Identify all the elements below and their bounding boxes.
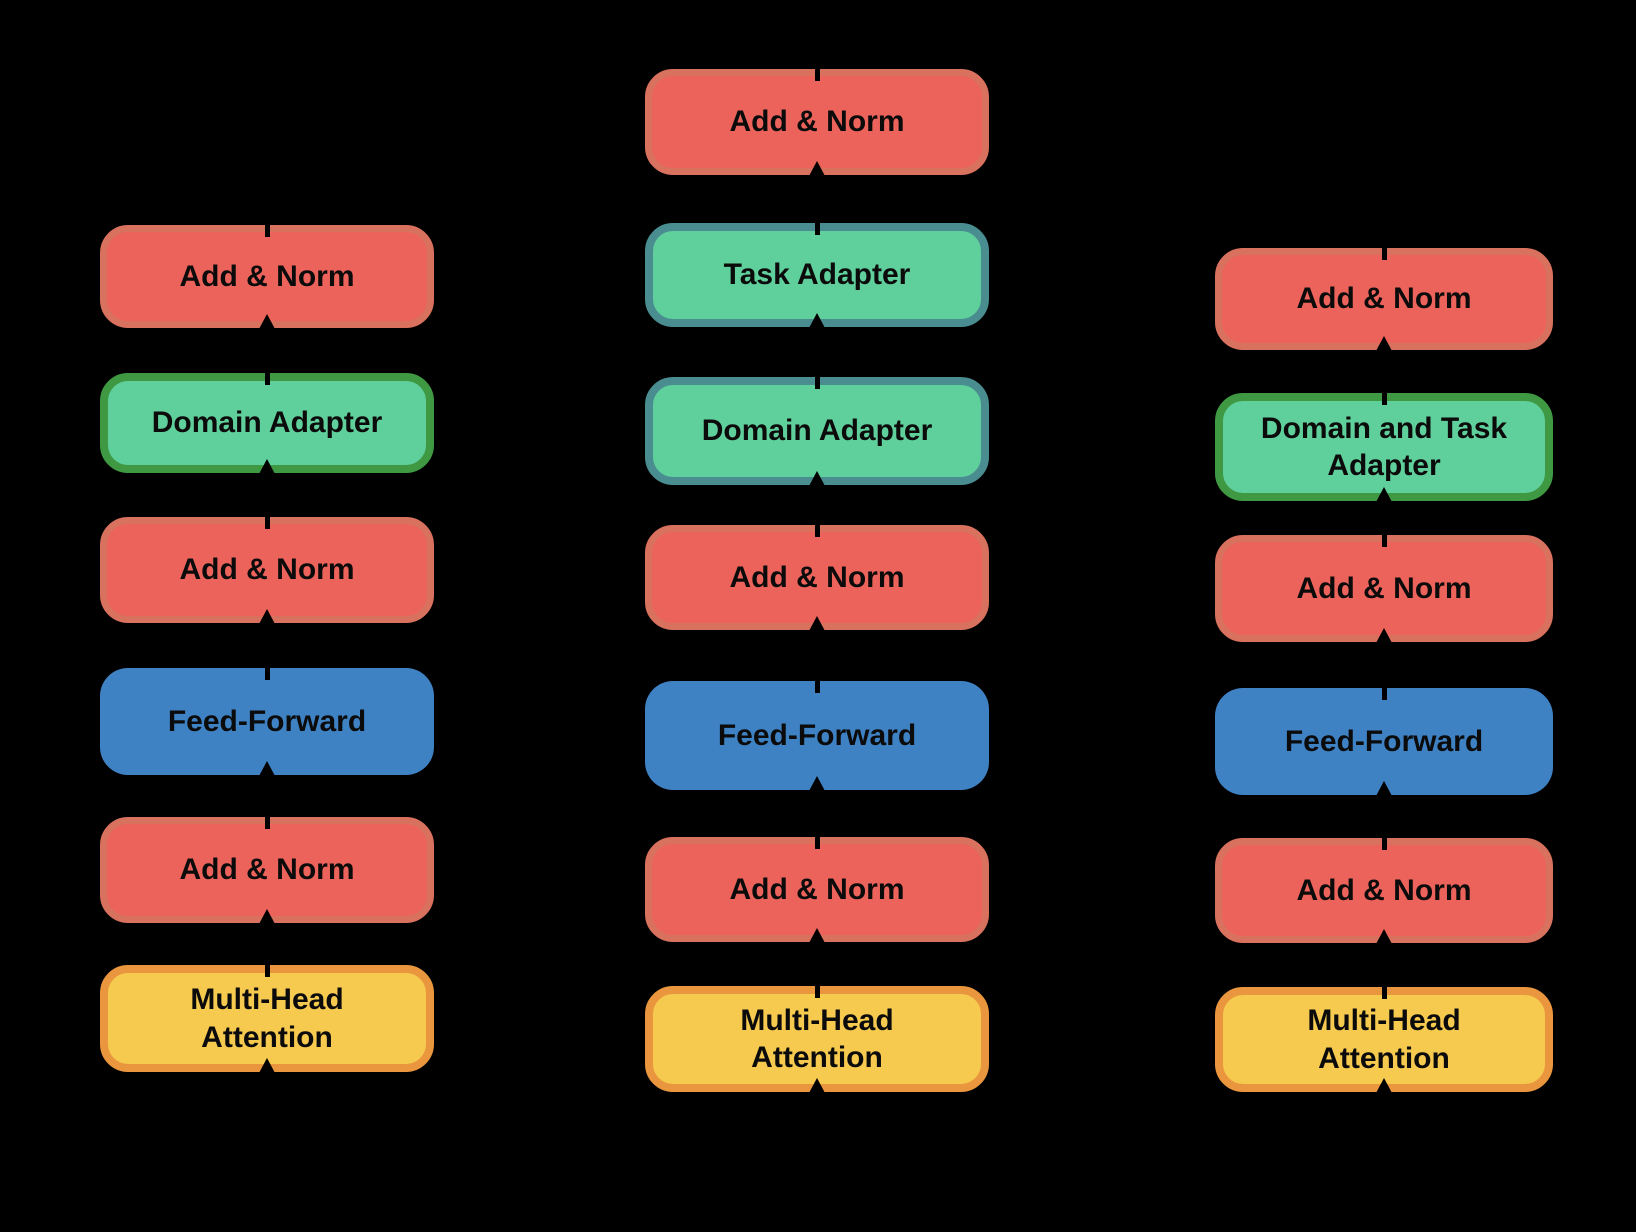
flow-arrow-line: [265, 916, 270, 977]
block-add-norm: Add & Norm: [100, 817, 434, 923]
block-feed-forward: Feed-Forward: [1215, 688, 1553, 795]
block-domain-adapter: Domain Adapter: [100, 373, 434, 473]
flow-arrow-line: [1382, 343, 1387, 405]
block-task-adapter: Task Adapter: [645, 223, 989, 327]
flow-arrow-line: [1382, 788, 1387, 850]
flow-arrow-line: [265, 616, 270, 680]
flow-arrow-line: [815, 1085, 820, 1135]
flow-arrow-line: [815, 623, 820, 693]
block-multi-head-attention: Multi-Head Attention: [645, 986, 989, 1092]
flow-arrow-line: [815, 168, 820, 235]
flow-arrow-line: [1382, 494, 1387, 547]
block-multi-head-attention: Multi-Head Attention: [100, 965, 434, 1072]
block-add-norm: Add & Norm: [1215, 838, 1553, 943]
block-feed-forward: Feed-Forward: [645, 681, 989, 790]
block-add-norm: Add & Norm: [645, 837, 989, 942]
flow-arrow-line: [815, 783, 820, 849]
flow-arrow-line: [265, 183, 270, 237]
flow-arrow-line: [1382, 635, 1387, 700]
block-add-norm: Add & Norm: [1215, 248, 1553, 350]
flow-arrow-line: [265, 321, 270, 385]
flow-arrow-line: [1382, 206, 1387, 260]
flow-arrow-line: [265, 1065, 270, 1115]
block-multi-head-attention: Multi-Head Attention: [1215, 987, 1553, 1092]
block-add-norm: Add & Norm: [645, 525, 989, 630]
block-add-norm: Add & Norm: [1215, 535, 1553, 642]
block-add-norm: Add & Norm: [100, 225, 434, 328]
block-add-norm: Add & Norm: [100, 517, 434, 623]
block-domain-and-task-adapter: Domain and Task Adapter: [1215, 393, 1553, 501]
block-feed-forward: Feed-Forward: [100, 668, 434, 775]
flow-arrow-line: [815, 27, 820, 81]
flow-arrow-line: [815, 320, 820, 389]
flow-arrow-line: [1382, 936, 1387, 999]
flow-arrow-line: [265, 466, 270, 529]
flow-arrow-line: [815, 478, 820, 537]
block-add-norm: Add & Norm: [645, 69, 989, 175]
flow-arrow-line: [1382, 1085, 1387, 1135]
flow-arrow-line: [815, 935, 820, 998]
flow-arrow-line: [265, 768, 270, 829]
block-domain-adapter: Domain Adapter: [645, 377, 989, 485]
